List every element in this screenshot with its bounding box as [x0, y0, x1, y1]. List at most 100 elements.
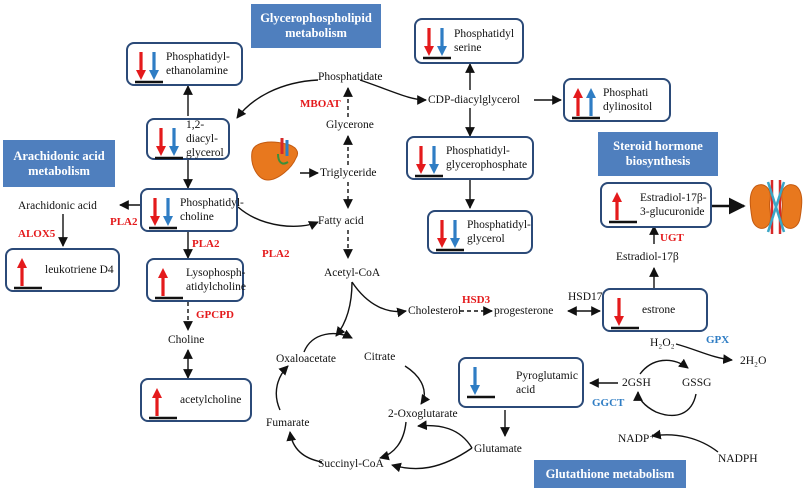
up-arrow-red [158, 268, 168, 296]
down-arrow-red [424, 28, 434, 56]
edge-oxaloacetate-citrate [303, 329, 353, 353]
metabolite-citrate: Citrate [364, 351, 396, 363]
header-glycerophospholipid: Glycerophospholipid metabolism [251, 4, 381, 48]
edge-phosphatidate-cdp [359, 79, 427, 105]
regulation-arrows [467, 367, 495, 399]
box-phosphatidylserine: Phosphatidyl serine [414, 18, 524, 64]
liver-icon [251, 138, 299, 181]
box-leukotriene: leukotriene D4 [5, 248, 120, 292]
edge-glutamate-oxoglutarate [417, 420, 473, 449]
enzyme-gpx: GPX [706, 334, 730, 346]
metabolite-fumarate: Fumarate [266, 417, 310, 429]
box-diacylglycerol: 1,2-diacyl- glycerol [146, 118, 230, 160]
enzyme-hsd17: HSD17 [568, 291, 603, 303]
regulation-arrows [609, 192, 637, 224]
edge-oxoglutarate-succinyl [379, 421, 407, 461]
down-arrow-blue [450, 220, 460, 248]
edge-fumarate-oxaloacetate [275, 365, 289, 411]
box-phosphatidylglycerophosphate: Phosphatidyl- glycerophosphate [406, 136, 534, 180]
header-arachidonic: Arachidonic acid metabolism [3, 140, 115, 187]
enzyme-mboat: MBOAT [300, 98, 341, 110]
edge-phosphatidate-diacylglycerol [236, 79, 319, 119]
box-pyroglutamic: Pyroglutamic acid [458, 357, 584, 408]
regulation-arrows [14, 258, 42, 290]
regulation-arrows [572, 88, 600, 120]
box-estrone: estrone [602, 288, 708, 332]
regulation-arrows [155, 128, 183, 160]
enzyme-pla2-arachidonic: PLA2 [110, 216, 138, 228]
edge-acetylcoa-cholesterol [351, 281, 407, 318]
metabolite-label: acetylcholine [180, 394, 242, 406]
header-glutathione: Glutathione metabolism [534, 460, 686, 488]
metabolite-gssg: GSSG [682, 377, 712, 389]
down-arrow-blue [163, 198, 173, 226]
metabolite-acetyl-coa: Acetyl-CoA [324, 267, 381, 279]
metabolite-h2o2: H₂O₂ [650, 337, 675, 349]
metabolite-cdp-diacylglycerol: CDP-diacylglycerol [428, 94, 520, 106]
down-arrow-red [136, 52, 146, 80]
kidney-icon [749, 180, 803, 234]
metabolite-phosphatidate: Phosphatidate [318, 71, 383, 83]
metabolite-nadph: NADPH [718, 453, 758, 465]
down-arrow-blue [470, 367, 480, 395]
metabolite-succinyl-coa: Succinyl-CoA [318, 458, 384, 470]
metabolite-glutamate: Glutamate [474, 443, 522, 455]
down-arrow-red [150, 198, 160, 226]
up-arrow-red [152, 388, 162, 416]
up-arrow-red [612, 192, 622, 220]
metabolite-estradiol: Estradiol-17β [616, 251, 679, 263]
box-phosphatidylglycerol: Phosphatidyl- glycerol [427, 210, 533, 254]
box-estradiolglucuronide: Estradiol-17β- 3-glucuronide [600, 182, 712, 228]
edge-pc-fattyacid [237, 206, 319, 231]
metabolite-label: Phosphatidyl- ethanolamine [166, 51, 230, 77]
enzyme-ugt: UGT [660, 232, 684, 244]
metabolite-glycerone: Glycerone [326, 119, 374, 131]
edge-nadph-nadp [651, 429, 719, 453]
regulation-arrows [149, 388, 177, 420]
regulation-arrows [415, 146, 443, 178]
edge-h2o2-h2o [675, 343, 733, 364]
down-arrow-blue [169, 128, 179, 156]
metabolite-label: Estradiol-17β- 3-glucuronide [640, 192, 707, 218]
metabolite-label: 1,2-diacyl- glycerol [186, 119, 224, 159]
metabolite-progesterone: progesterone [494, 305, 554, 317]
metabolite-nadp: NADP⁺ [618, 433, 656, 445]
metabolite-label: Phosphatidyl- glycerol [467, 219, 531, 245]
metabolite-label: Pyroglutamic acid [516, 369, 578, 396]
up-arrow-red [573, 88, 583, 116]
metabolite-label: leukotriene D4 [45, 264, 114, 276]
enzyme-alox5: ALOX5 [18, 228, 56, 240]
box-acetylcholine: acetylcholine [140, 378, 252, 422]
edge-citrate-oxoglutarate [404, 365, 431, 405]
edge-gssg-gsh [633, 391, 697, 417]
edge-acetylcoa-cycle [335, 281, 353, 337]
metabolite-triglyceride: Triglyceride [320, 167, 377, 179]
box-phosphatidylethanolamine: Phosphatidyl- ethanolamine [126, 42, 243, 86]
box-phosphatidylcholine: Phosphatidyl- choline [140, 188, 244, 232]
regulation-arrows [423, 28, 451, 60]
down-arrow-red [156, 128, 166, 156]
up-arrow-blue [586, 88, 596, 116]
metabolite-h2o: 2H₂O [740, 355, 767, 367]
regulation-arrows [436, 220, 464, 252]
metabolite-label: estrone [642, 304, 676, 316]
down-arrow-blue [437, 28, 447, 56]
enzyme-hsd3: HSD3 [462, 294, 491, 306]
metabolite-cholesterol: Cholesterol [408, 305, 462, 317]
metabolite-label: Phosphatidyl- glycerophosphate [446, 145, 528, 171]
regulation-arrows [611, 298, 639, 330]
metabolite-label: Phosphatidyl serine [454, 28, 515, 54]
enzyme-gpcpd: GPCPD [196, 309, 234, 321]
edge-glutamate-succinyl [391, 447, 473, 473]
metabolite-arachidonic-acid: Arachidonic acid [18, 200, 97, 212]
down-arrow-blue [149, 52, 159, 80]
metabolite-label: Phosphati dylinositol [603, 87, 653, 113]
box-lysophosphatidylcholine: Lysophosph- atidylcholine [146, 258, 246, 302]
metabolite-oxoglutarate: 2-Oxoglutarate [388, 408, 458, 420]
regulation-arrows [155, 268, 183, 300]
regulation-arrows [135, 52, 163, 84]
metabolite-label: Phosphatidyl- choline [180, 197, 244, 223]
down-arrow-red [614, 298, 624, 326]
down-arrow-red [416, 146, 426, 174]
